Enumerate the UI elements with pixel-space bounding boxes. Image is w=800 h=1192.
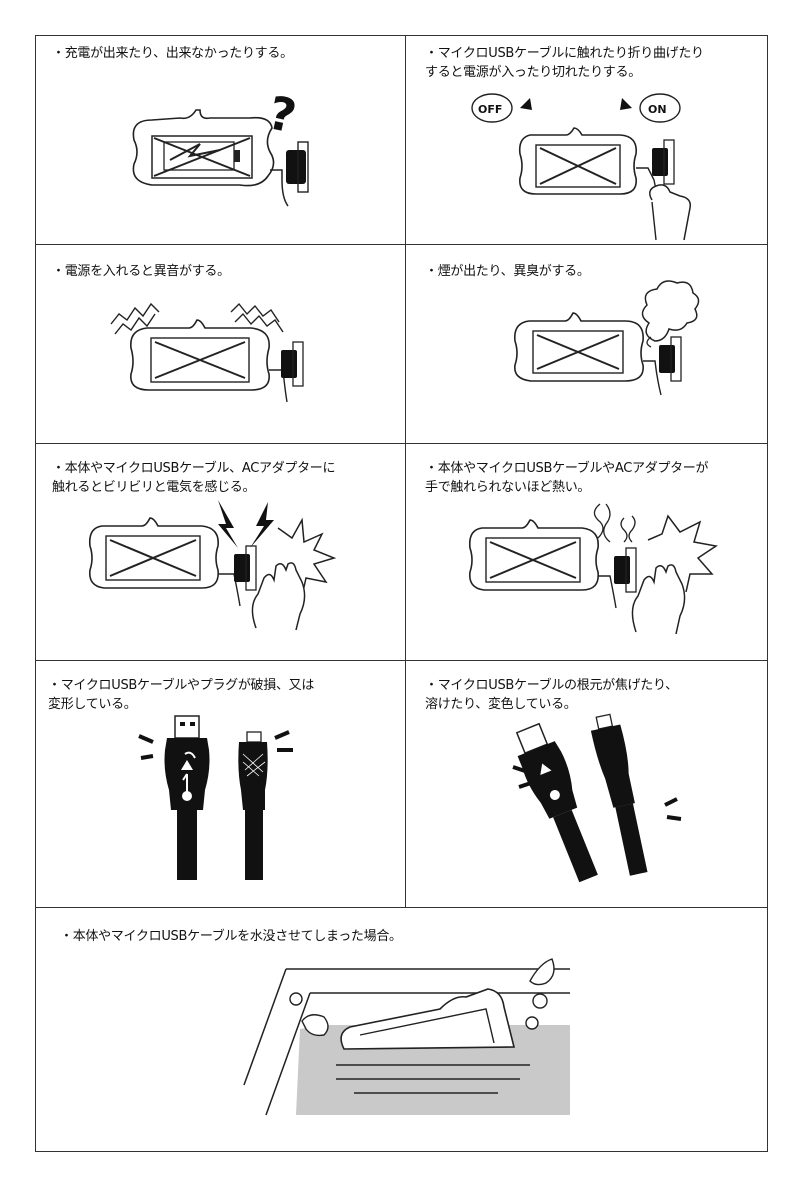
abnormal-noise-illustration <box>110 302 304 403</box>
grid-divider-row4 <box>36 907 767 908</box>
question-mark: ? <box>264 85 301 143</box>
water-submersion-illustration <box>243 958 570 1116</box>
damaged-cable-plug-illustration <box>138 715 293 880</box>
tablet-charging-fault-illustration: ? <box>132 85 309 207</box>
panel-4-caption: ・煙が出たり、異臭がする。 <box>425 264 590 279</box>
panel-8-caption: ・マイクロUSBケーブルの根元が焦げたり、 溶けたり、変色している。 <box>425 678 678 712</box>
panel-3-caption: ・電源を入れると異音がする。 <box>52 264 230 279</box>
panel-6-caption: ・本体やマイクロUSBケーブルやACアダプターが 手で触れられないほど熱い。 <box>425 461 709 495</box>
warning-grid <box>35 35 768 1152</box>
smoke-odor-illustration <box>513 280 700 396</box>
panel-2-caption: ・マイクロUSBケーブルに触れたり折り曲げたり すると電源が入ったり切れたりする… <box>425 46 704 80</box>
panel-9-caption: ・本体やマイクロUSBケーブルを水没させてしまった場合。 <box>60 929 402 944</box>
on-label: ON <box>648 103 667 116</box>
grid-divider-vertical <box>405 36 406 907</box>
grid-divider-row3 <box>36 660 767 661</box>
panel-7-caption: ・マイクロUSBケーブルやプラグが破損、又は 変形している。 <box>48 678 315 712</box>
overheating-illustration <box>468 503 718 635</box>
panel-5-caption: ・本体やマイクロUSBケーブル、ACアダプターに 触れるとビリビリと電気を感じる… <box>52 461 336 495</box>
grid-divider-row2 <box>36 443 767 444</box>
electric-shock-illustration <box>88 500 337 631</box>
burnt-cable-illustration <box>512 713 682 883</box>
grid-divider-row1 <box>36 244 767 245</box>
off-label: OFF <box>478 103 502 116</box>
panel-1-caption: ・充電が出来たり、出来なかったりする。 <box>52 46 293 61</box>
cable-bend-power-fault-illustration: OFF ON <box>471 93 692 241</box>
